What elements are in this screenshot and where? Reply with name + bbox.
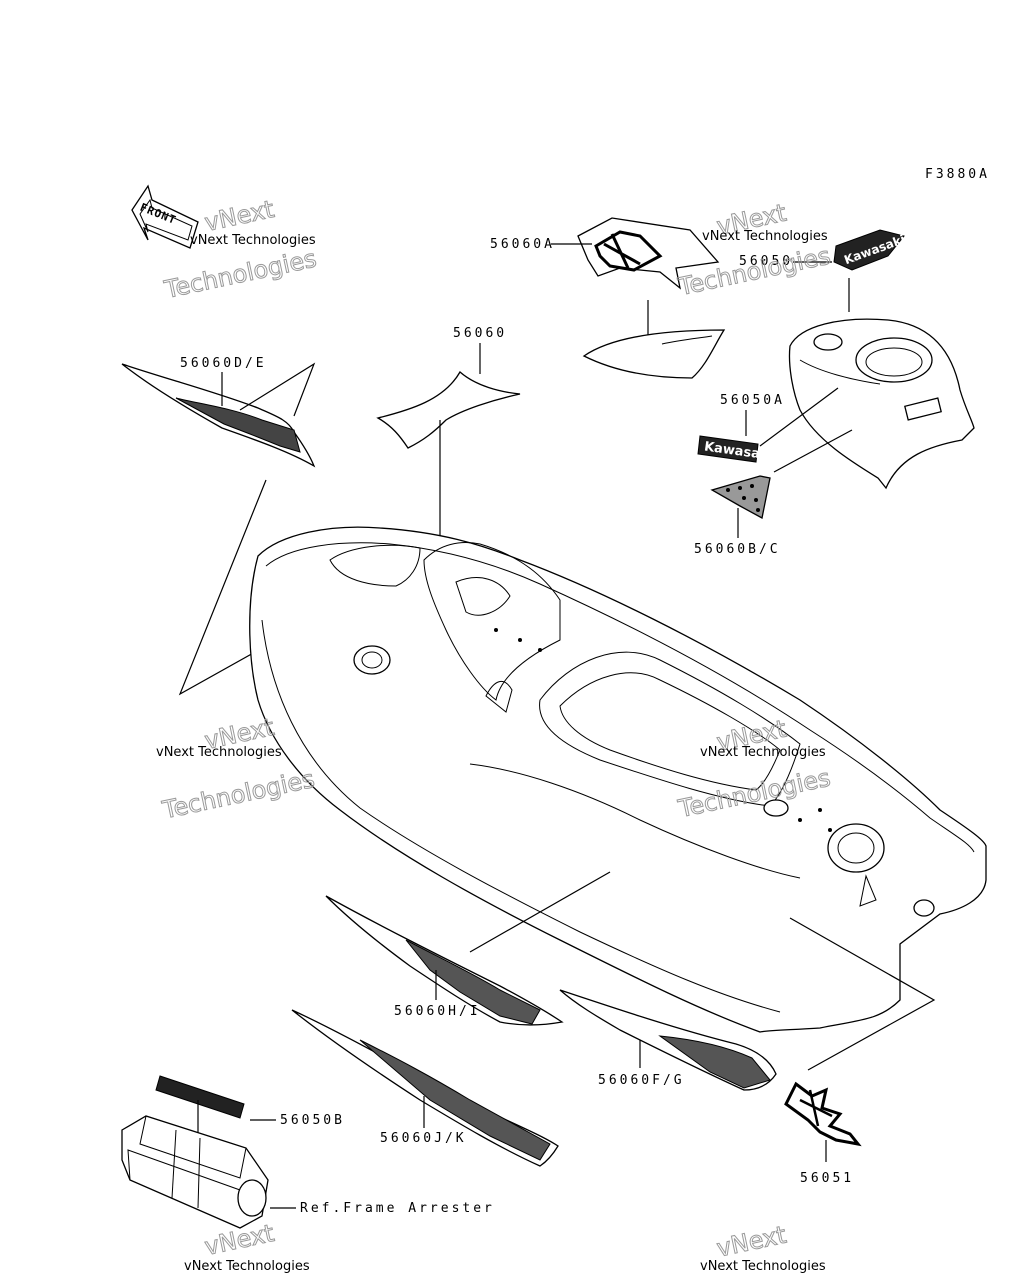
svg-text:vNext: vNext	[202, 1219, 276, 1261]
watermark-bottom-left: vNext vNext Technologies	[184, 1218, 310, 1274]
watermark-bottom-right: vNext vNext Technologies	[700, 1220, 826, 1274]
callout-56060BC: 56060B/C	[694, 542, 781, 557]
svg-text:vNext Technologies: vNext Technologies	[700, 745, 826, 760]
callout-56060FG: 56060F/G	[598, 1073, 685, 1088]
part-56060HI-decal	[325, 895, 564, 1026]
svg-text:vNext Technologies: vNext Technologies	[702, 229, 828, 244]
callout-56050A: 56050A	[720, 393, 785, 408]
part-56050B-decal	[155, 1075, 245, 1119]
svg-text:vNext Technologies: vNext Technologies	[190, 233, 316, 248]
svg-text:vNext Technologies: vNext Technologies	[156, 745, 282, 760]
svg-text:vNext Technologies: vNext Technologies	[184, 1259, 310, 1274]
callout-56060A: 56060A	[490, 237, 555, 252]
callout-56050B: 56050B	[280, 1113, 345, 1128]
part-56060A-decal	[577, 217, 720, 290]
part-56051-decal	[784, 1081, 862, 1147]
part-56060FG-decal	[559, 989, 777, 1091]
part-56060-decal	[376, 370, 521, 449]
callout-56060JK: 56060J/K	[380, 1131, 467, 1146]
callout-56051: 56051	[800, 1171, 854, 1186]
jet-ski-hull	[249, 526, 987, 1033]
callout-56060DE: 56060D/E	[180, 356, 267, 371]
seat-piece	[582, 329, 726, 379]
watermark-top-left: vNext vNext Technologies Technologies	[161, 194, 320, 304]
part-56060JK-decal	[291, 1009, 559, 1167]
svg-text:vNext: vNext	[202, 195, 276, 237]
part-56050-emblem: Kawasaki	[833, 229, 907, 271]
svg-text:vNext Technologies: vNext Technologies	[700, 1259, 826, 1274]
front-arrow-icon: FRONT	[131, 184, 199, 249]
hood-cover	[788, 318, 975, 490]
part-56060DE-decal	[121, 363, 316, 468]
reference-note: Ref.Frame Arrester	[300, 1201, 495, 1216]
callout-56050: 56050	[739, 254, 793, 269]
svg-text:Technologies: Technologies	[161, 244, 319, 304]
svg-text:vNext: vNext	[714, 1221, 788, 1263]
part-56050A-decal: Kawasaki	[697, 435, 774, 464]
diagram-code: F3880A	[925, 167, 990, 182]
flame-arrester	[121, 1115, 269, 1229]
callout-56060HI: 56060H/I	[394, 1004, 481, 1019]
svg-text:Technologies: Technologies	[159, 765, 317, 825]
part-56060BC-decal	[710, 475, 771, 519]
callout-56060: 56060	[453, 326, 507, 341]
